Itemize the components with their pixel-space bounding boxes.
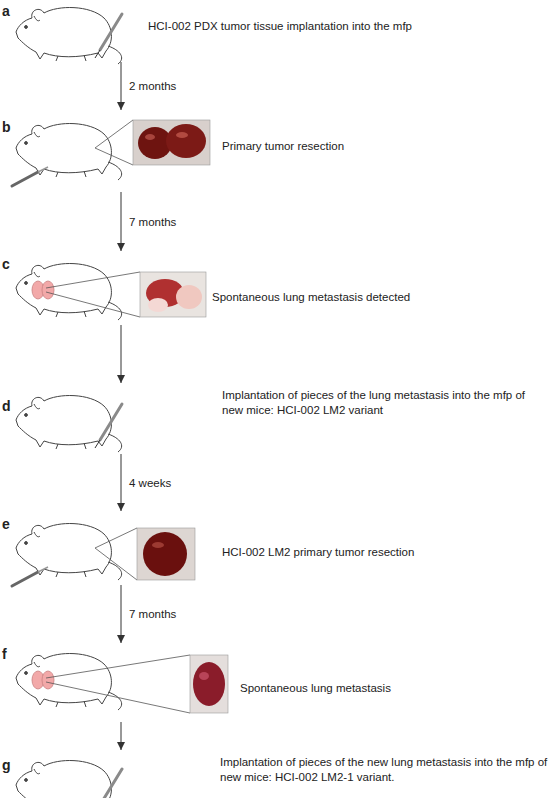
step-panel: cSpontaneous lung metastasis detected [0, 253, 553, 323]
step-letter: d [2, 399, 11, 414]
step-panel: bPrimary tumor resection [0, 112, 553, 190]
mouse [16, 396, 122, 452]
mouse [16, 124, 122, 180]
time-arrow [121, 325, 122, 383]
mouse [16, 761, 122, 798]
step-letter: b [2, 120, 11, 135]
time-arrow [121, 454, 122, 511]
step-panel: fSpontaneous lung metastasis [0, 645, 553, 720]
step-letter: e [2, 517, 10, 532]
step-description: HCI-002 PDX tumor tissue implantation in… [148, 19, 543, 34]
interval-label: 7 months [129, 607, 176, 621]
lungs [32, 281, 54, 299]
step-description: Primary tumor resection [222, 139, 542, 154]
mouse [16, 524, 122, 580]
step-description: Spontaneous lung metastasis [240, 681, 540, 696]
syringe [95, 769, 122, 798]
mouse [16, 8, 122, 64]
syringe [95, 14, 122, 58]
step-description: Implantation of pieces of the lung metas… [222, 388, 547, 418]
time-arrow [121, 585, 122, 643]
scalpel [12, 167, 48, 186]
lung-photo [140, 272, 206, 317]
lungs [32, 671, 54, 689]
tumor-photo [137, 528, 195, 580]
tumor-photo [133, 120, 210, 165]
time-arrow [121, 722, 122, 750]
time-arrow [121, 192, 122, 251]
step-panel: g Implantation of pieces of the new lung … [0, 752, 553, 798]
step-letter: c [2, 257, 10, 272]
lung-photo [190, 655, 228, 713]
step-letter: g [2, 758, 11, 773]
step-description: Spontaneous lung metastasis detected [212, 290, 542, 305]
interval-label: 4 weeks [129, 476, 171, 490]
step-description: Implantation of pieces of the new lung m… [220, 755, 550, 785]
interval-label: 7 months [129, 215, 176, 229]
step-description: HCI-002 LM2 primary tumor resection [222, 545, 542, 560]
step-panel: eHCI-002 LM2 primary tumor resection [0, 513, 553, 583]
mouse [16, 264, 122, 320]
step-letter: f [2, 647, 7, 662]
syringe [95, 404, 122, 448]
step-panel: aHCI-002 PDX tumor tissue implantation i… [0, 0, 553, 60]
interval-label: 2 months [129, 79, 176, 93]
step-panel: d Implantation of pieces of the lung meta… [0, 385, 553, 452]
scalpel [12, 567, 48, 586]
step-letter: a [2, 4, 10, 19]
mouse [16, 654, 122, 710]
time-arrow [121, 62, 122, 110]
